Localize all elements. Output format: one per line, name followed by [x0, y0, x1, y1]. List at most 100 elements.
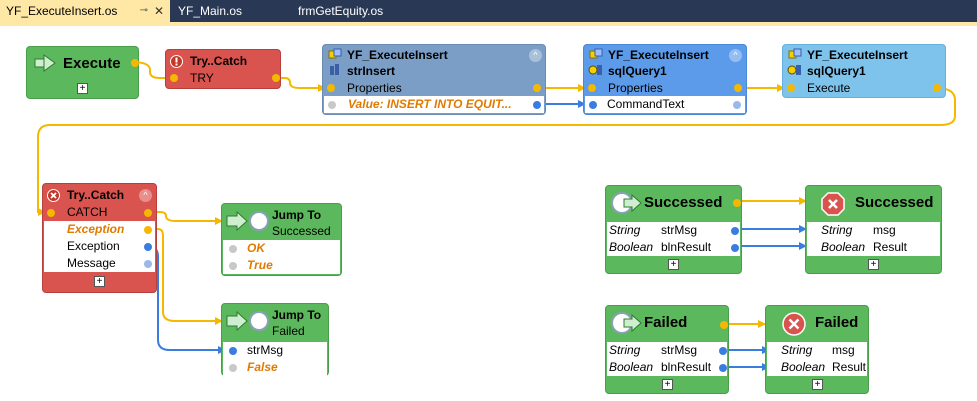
jump-to-successed-node[interactable]: Jump To Successed OK True [221, 203, 342, 276]
error-icon [170, 55, 183, 68]
flow-out-port[interactable] [734, 84, 742, 92]
commandtext-in-port[interactable] [589, 101, 597, 109]
sqlquery-properties-node[interactable]: YF_ExecuteInsert sqlQuery1 ^ Properties … [583, 44, 747, 115]
param-out-port[interactable] [731, 244, 739, 252]
collapse-icon[interactable]: ^ [139, 189, 152, 202]
try-catch-title: Try..Catch [190, 54, 248, 68]
node-title-object: sqlQuery1 [807, 64, 866, 78]
function-start-icon [611, 192, 642, 214]
exception-flow-label: Exception [67, 222, 125, 236]
flow-out-port[interactable] [933, 84, 941, 92]
try-catch-node[interactable]: Try..Catch TRY [165, 49, 281, 89]
collapse-icon[interactable]: ^ [729, 49, 742, 62]
commandtext-row: CommandText [585, 96, 745, 113]
value-out-port[interactable] [533, 101, 541, 109]
param-out-port[interactable] [719, 347, 727, 355]
flow-out-port[interactable] [720, 321, 728, 329]
param-type: String [821, 223, 853, 237]
param-type: Boolean [609, 360, 654, 374]
pin-icon[interactable]: ⊸ [139, 5, 148, 16]
value-in-port[interactable] [328, 101, 336, 109]
param-name: msg [832, 343, 855, 357]
param-out-port[interactable] [719, 364, 727, 372]
tab-label: YF_Main.os [178, 4, 243, 18]
param-out-port[interactable] [731, 227, 739, 235]
node-title-object: sqlQuery1 [608, 64, 667, 78]
jump-title: Jump To [272, 308, 322, 322]
properties-label: Properties [608, 81, 663, 95]
function-params: String msg Boolean Result [767, 342, 867, 376]
function-params: String strMsg Boolean blnResult [607, 342, 727, 376]
param-name: Result [873, 240, 908, 254]
successed-end-node[interactable]: Successed String msg Boolean Result + [805, 185, 942, 274]
try-catch-title: Try..Catch [67, 188, 125, 202]
strmsg-port[interactable] [229, 347, 237, 355]
flow-in-port[interactable] [588, 84, 596, 92]
try-out-port[interactable] [272, 74, 280, 82]
param-name: Result [832, 360, 867, 374]
catch-out-port[interactable] [144, 209, 152, 217]
flow-in-port[interactable] [787, 84, 795, 92]
tab-yf-executeinsert[interactable]: YF_ExecuteInsert.os ⊸ ✕ [0, 0, 170, 22]
expand-button[interactable]: + [812, 379, 823, 390]
function-title: Failed [815, 314, 859, 331]
exception-flow-port[interactable] [144, 226, 152, 234]
sqlquery-execute-node[interactable]: YF_ExecuteInsert sqlQuery1 Execute [782, 44, 946, 98]
function-params: String strMsg Boolean blnResult [607, 222, 740, 256]
failed-end-node[interactable]: Failed String msg Boolean Result + [765, 305, 869, 394]
close-icon[interactable]: ✕ [153, 4, 164, 18]
stop-icon [821, 192, 845, 216]
property-icon [328, 48, 342, 75]
expand-button[interactable]: + [868, 259, 879, 270]
function-title: Successed [644, 194, 723, 211]
try-catch-catch-node[interactable]: Try..Catch ^ CATCH Exception Exception M… [42, 183, 157, 293]
flow-out-port[interactable] [131, 59, 139, 67]
true-port[interactable] [229, 262, 237, 270]
param-name: strMsg [661, 223, 697, 237]
param-type: String [609, 343, 641, 357]
jump-icon [226, 310, 269, 332]
function-title: Successed [855, 194, 934, 211]
expand-button[interactable]: + [77, 83, 88, 94]
flow-out-port[interactable] [733, 199, 741, 207]
param-name: strMsg [661, 343, 697, 357]
expand-button[interactable]: + [662, 379, 673, 390]
flow-out-port[interactable] [533, 84, 541, 92]
param-name: msg [873, 223, 896, 237]
flow-wire-exception-jump-failed [150, 228, 220, 322]
failed-start-node[interactable]: Failed String strMsg Boolean blnResult + [605, 305, 729, 394]
commandtext-label: CommandText [607, 97, 685, 111]
exception-out-port[interactable] [144, 243, 152, 251]
collapse-icon[interactable]: ^ [529, 49, 542, 62]
false-port[interactable] [229, 364, 237, 372]
strinsert-properties-node[interactable]: YF_ExecuteInsert strInsert ^ Properties … [322, 44, 546, 115]
node-title-class: YF_ExecuteInsert [807, 48, 908, 62]
value-row: Value: INSERT INTO EQUIT... [324, 96, 544, 113]
jump-to-failed-node[interactable]: Jump To Failed strMsg False [221, 303, 329, 376]
flow-in-port[interactable] [170, 74, 178, 82]
flow-in-port[interactable] [327, 84, 335, 92]
expand-button[interactable]: + [668, 259, 679, 270]
function-title: Failed [644, 314, 688, 331]
catch-in-port[interactable] [47, 209, 55, 217]
method-icon [787, 48, 802, 75]
tab-label: frmGetEquity.os [298, 4, 384, 18]
tab-yf-main[interactable]: YF_Main.os [172, 0, 282, 22]
data-wire-exception-strmsg [145, 245, 225, 351]
jump-body: OK True [223, 240, 340, 274]
execute-node[interactable]: Execute + [26, 46, 139, 99]
message-label: Message [67, 256, 116, 270]
ok-port[interactable] [229, 245, 237, 253]
message-out-port[interactable] [144, 260, 152, 268]
expand-button[interactable]: + [94, 276, 105, 287]
successed-start-node[interactable]: Successed String strMsg Boolean blnResul… [605, 185, 742, 274]
jump-target: Failed [272, 324, 305, 338]
try-label: TRY [190, 71, 214, 85]
catch-body: Exception Exception Message [44, 221, 155, 272]
commandtext-out-port[interactable] [733, 101, 741, 109]
tab-frmgetequity[interactable]: frmGetEquity.os [290, 0, 440, 22]
value-text: Value: INSERT INTO EQUIT... [348, 97, 512, 111]
node-title-class: YF_ExecuteInsert [608, 48, 709, 62]
param-name: blnResult [661, 240, 712, 254]
node-title-object: strInsert [347, 64, 396, 78]
